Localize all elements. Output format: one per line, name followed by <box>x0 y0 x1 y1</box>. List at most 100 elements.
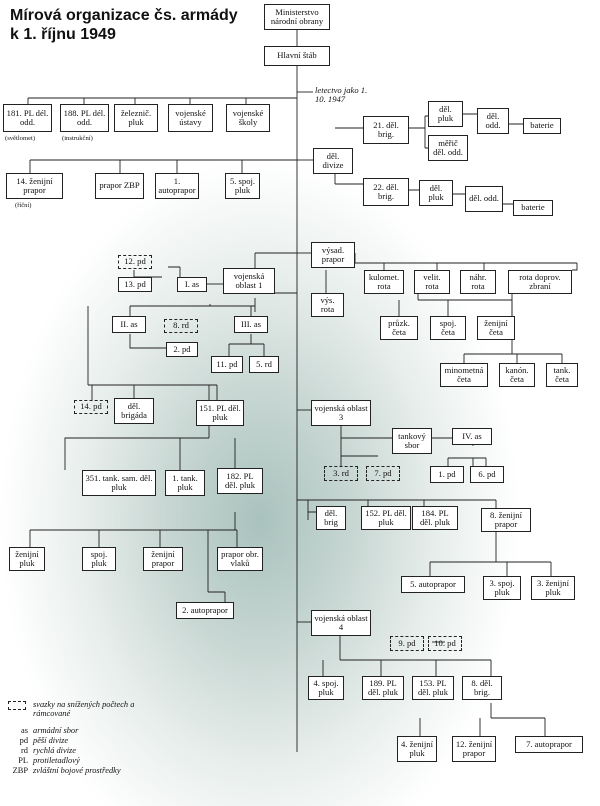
label-svetlomet: (světlomet) <box>5 135 36 142</box>
node-hlavni-stab: Hlavní štáb <box>264 46 330 66</box>
node-del-brig-vo3: děl. brig <box>316 506 346 530</box>
node-IV-as: IV. as <box>452 428 492 445</box>
legend-text-rd: rychlá divize <box>33 746 77 755</box>
legend-text-as: armádní sbor <box>33 726 79 735</box>
node-rota-doprov-zbrani: rota doprov. zbraní <box>508 270 572 294</box>
node-189-pl: 189. PL děl. pluk <box>362 676 404 700</box>
node-vysad-prapor: výsad. prapor <box>311 242 355 268</box>
node-8-zen-prapor: 8. ženijní prapor <box>481 508 531 532</box>
node-del-pluk-22: děl. pluk <box>419 180 453 206</box>
node-2-pd: 2. pd <box>166 342 198 357</box>
node-spoj-pluk: spoj. pluk <box>82 547 116 571</box>
node-letectvo: letectvo jako 1. 10. 1947 <box>315 84 368 104</box>
legend: svazky na snížených počtech a rámcované … <box>6 700 206 800</box>
node-3-zenijni-pluk: 3. ženijní pluk <box>531 576 575 600</box>
node-del-brigada: děl. brigáda <box>114 398 154 424</box>
node-188-pl: 188. PL dél. odd. <box>60 104 109 132</box>
legend-dashed-box-icon <box>8 701 26 710</box>
node-5-rd: 5. rd <box>249 356 279 373</box>
node-3-spoj-pluk: 3. spoj. pluk <box>483 576 521 600</box>
node-22-del-brig: 22. děl. brig. <box>363 178 409 206</box>
node-21-del-brig: 21. děl. brig. <box>363 116 409 144</box>
node-7-autoprapor: 7. autoprapor <box>515 736 583 753</box>
legend-text-pl: protiletadlový <box>33 756 80 765</box>
node-vys-rota: výs. rota <box>311 293 344 317</box>
node-vojenske-ustavy: vojenské ústavy <box>168 104 213 132</box>
node-181-pl: 181. PL dél. odd. <box>3 104 52 132</box>
node-del-odd-22: děl. odd. <box>465 186 503 212</box>
node-351-tank: 351. tank. sam. děl. pluk <box>82 470 156 496</box>
node-ministerstvo: Ministerstvo národní obrany <box>264 4 330 30</box>
title-line-2: k 1. říjnu 1949 <box>10 26 116 43</box>
node-4-spoj-pluk: 4. spoj. pluk <box>308 676 344 700</box>
node-minometna-ceta: minometná četa <box>440 363 488 387</box>
node-7-pd: 7. pd <box>366 466 400 481</box>
node-zelezn-pluk: železnič. pluk <box>114 104 158 132</box>
node-kanon-ceta: kanón. četa <box>499 363 535 387</box>
legend-text-dashed: svazky na snížených počtech a rámcované <box>33 700 135 718</box>
node-nahr-rota: náhr. rota <box>460 270 496 294</box>
node-8-rd: 8. rd <box>164 319 198 333</box>
node-spoj-ceta: spoj. četa <box>430 316 466 340</box>
node-vojenske-skoly: vojenské školy <box>226 104 270 132</box>
label-instrukcni: (instrukční) <box>62 135 93 142</box>
node-11-pd: 11. pd <box>211 356 243 373</box>
node-pruzk-ceta: průzk. četa <box>380 316 418 340</box>
node-12-pd: 12. pd <box>118 255 152 269</box>
legend-abbr-zbp: ZBP <box>12 766 28 775</box>
node-4-zenijni-pluk: 4. ženijní pluk <box>397 736 437 762</box>
node-12-zen-prapor: 12. ženijní prapor <box>452 736 496 762</box>
node-5-spoj-pluk: 5. spoj. pluk <box>225 173 260 199</box>
node-vojenska-oblast-4: vojenská oblast 4 <box>311 610 371 636</box>
node-prapor-zbp: prapor ZBP <box>95 173 144 199</box>
node-del-odd-21: děl. odd. <box>477 108 509 134</box>
node-2-autoprapor: 2. autoprapor <box>176 602 234 619</box>
node-14-pd: 14. pd <box>74 400 108 414</box>
node-del-pluk-21: děl. pluk <box>428 101 463 127</box>
node-zenijni-pluk: ženijní pluk <box>9 547 45 571</box>
node-1-tank-pluk: 1. tank. pluk <box>165 470 205 496</box>
diagram-title: Mírová organizace čs. armády k 1. říjnu … <box>10 6 250 44</box>
node-I-as: I. as <box>177 277 207 292</box>
node-184-pl: 184. PL děl. pluk <box>412 506 458 530</box>
node-vojenska-oblast-1: vojenská oblast 1 <box>223 268 275 294</box>
node-zenijni-prapor: ženijní prapor <box>143 547 183 571</box>
node-153-pl: 153. PL děl. pluk <box>412 676 454 700</box>
node-tank-ceta: tank. četa <box>546 363 578 387</box>
title-line-1: Mírová organizace čs. armády <box>10 7 238 24</box>
node-prapor-obr-vlaku: prapor obr. vlaků <box>217 547 263 571</box>
node-10-pd: 10. pd <box>428 636 462 651</box>
node-baterie-21: baterie <box>523 118 561 134</box>
node-1-autoprapor: 1. autoprapor <box>155 173 199 199</box>
node-kulomet-rota: kulomet. rota <box>364 270 404 294</box>
node-tankovy-sbor: tankový sbor <box>392 428 432 454</box>
node-1-pd: 1. pd <box>430 466 464 483</box>
node-II-as: II. as <box>112 316 146 333</box>
node-151-pl: 151. PL děl. pluk <box>196 400 244 426</box>
node-meric-del-odd: měřič děl. odd. <box>428 135 468 161</box>
label-ricni: (říční) <box>15 202 32 209</box>
node-baterie-22: baterie <box>513 200 553 216</box>
node-13-pd: 13. pd <box>118 277 152 292</box>
legend-text-zbp: zvláštní bojové prostředky <box>33 766 121 775</box>
node-9-pd: 9. pd <box>390 636 424 651</box>
legend-text-pd: pěší divize <box>33 736 69 745</box>
legend-abbr-pd: pd <box>19 736 28 745</box>
legend-abbr-rd: rd <box>21 746 28 755</box>
node-14-zen-prapor: 14. ženijní prapor <box>6 173 63 199</box>
node-5-autoprapor: 5. autoprapor <box>401 576 465 593</box>
node-152-pl: 152. PL děl. pluk <box>361 506 411 530</box>
node-III-as: III. as <box>234 316 268 333</box>
node-zenijni-ceta: ženijní četa <box>477 316 515 340</box>
node-vojenska-oblast-3: vojenská oblast 3 <box>311 400 371 426</box>
node-velit-rota: velit. rota <box>414 270 450 294</box>
node-182-pl: 182. PL děl. pluk <box>217 468 263 494</box>
legend-abbr-as: as <box>21 726 28 735</box>
legend-abbr-pl: PL <box>18 756 28 765</box>
node-8-del-brig: 8. děl. brig. <box>462 676 502 700</box>
node-6-pd: 6. pd <box>470 466 504 483</box>
node-3-rd: 3. rd <box>324 466 358 481</box>
node-del-divize: děl. divize <box>313 148 353 174</box>
